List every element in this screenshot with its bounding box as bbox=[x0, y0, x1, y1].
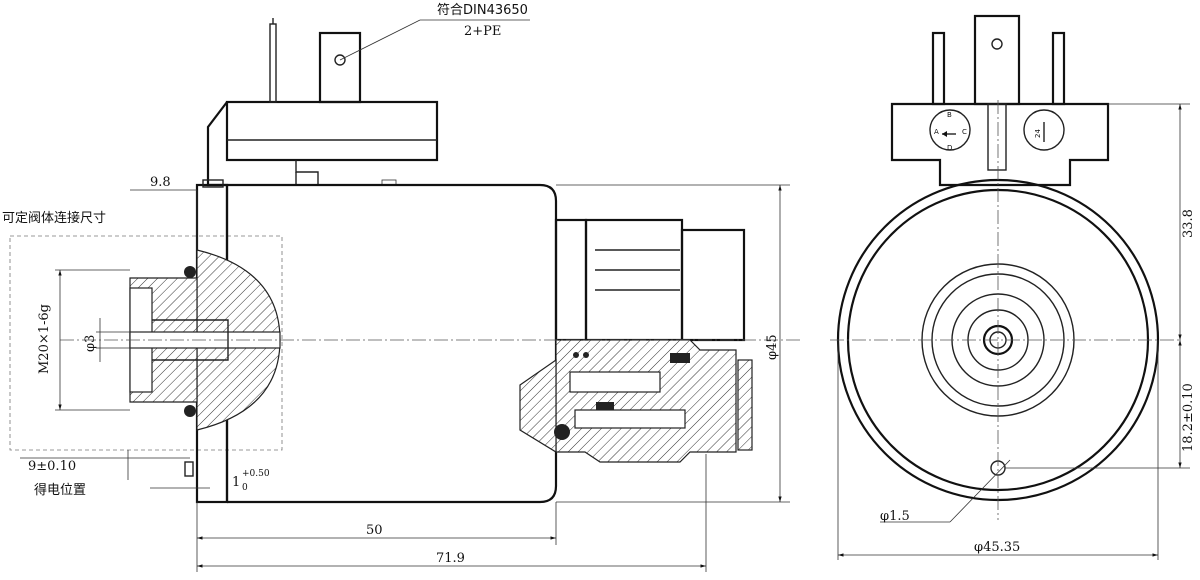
dim-9-8: 9.8 bbox=[150, 175, 171, 190]
mounting-section bbox=[129, 249, 281, 431]
dim-height-33-8: 33.8 bbox=[1181, 209, 1196, 238]
dim-bore: φ3 bbox=[83, 335, 98, 352]
right-dial bbox=[1023, 109, 1065, 151]
dim-hole-1-5: φ1.5 bbox=[880, 509, 910, 524]
front-view: B A C D 24 33.8 18.2±0.10 φ1.5 bbox=[830, 14, 1196, 560]
dial-mark-24: 24 bbox=[1034, 129, 1042, 138]
din-leader bbox=[339, 19, 421, 61]
side-section-view: 符合DIN43650 2+PE 9.8 可定阀体连接尺寸 M20×1-6g φ3… bbox=[2, 2, 800, 572]
din-standard-label: 符合DIN43650 bbox=[437, 2, 528, 18]
dial-mark-c: C bbox=[962, 128, 967, 136]
left-dial bbox=[929, 109, 971, 151]
valve-mount-note: 可定阀体连接尺寸 bbox=[2, 210, 106, 226]
dim-diameter-45: φ45 bbox=[765, 334, 780, 360]
dim-stroke: 9±0.10 bbox=[28, 459, 76, 474]
din-connector-front: B A C D 24 bbox=[890, 14, 1110, 187]
dial-mark-a: A bbox=[934, 128, 939, 136]
dim-diameter-45-35: φ45.35 bbox=[974, 540, 1020, 555]
dim-height-18-2: 18.2±0.10 bbox=[1181, 383, 1196, 452]
dim-length-50: 50 bbox=[366, 523, 383, 538]
armature-section bbox=[519, 218, 753, 463]
dim-tol-upper: +0.50 bbox=[242, 469, 270, 479]
dial-mark-d: D bbox=[947, 144, 952, 152]
dim-thread: M20×1-6g bbox=[37, 304, 52, 374]
dial-mark-b: B bbox=[947, 111, 952, 119]
din-connector-side bbox=[206, 18, 439, 187]
pin-config-label: 2+PE bbox=[464, 24, 501, 39]
energized-position-label: 得电位置 bbox=[34, 482, 86, 498]
dim-length-71-9: 71.9 bbox=[436, 551, 465, 566]
valve-body-outline bbox=[9, 235, 283, 451]
dim-tol-base: 1 bbox=[232, 475, 240, 490]
dim-tol-lower: 0 bbox=[242, 483, 248, 493]
